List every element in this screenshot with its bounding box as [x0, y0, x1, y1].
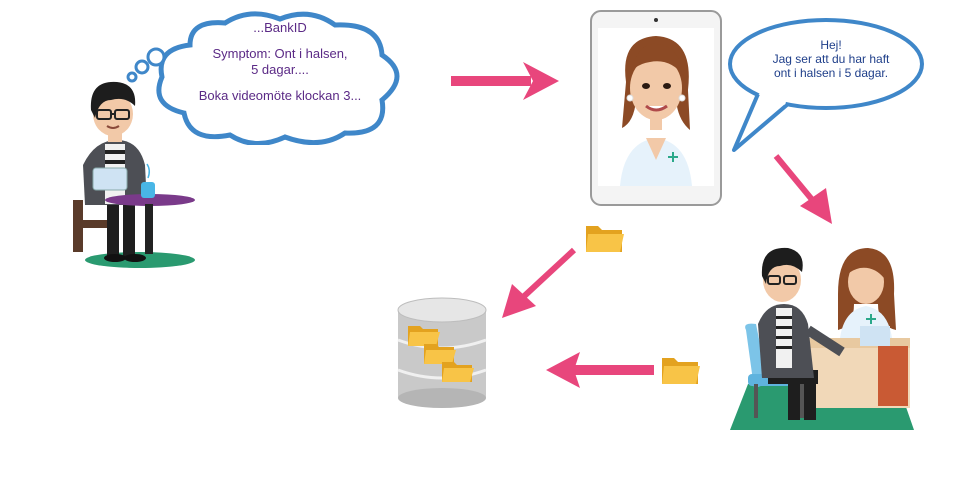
- speech-line-greeting: Hej!: [820, 38, 842, 52]
- thought-bubble: [126, 11, 400, 145]
- arrow-to-database: [502, 247, 577, 318]
- speech-bubble: [728, 18, 924, 152]
- thought-line-bankid: ...BankID: [253, 20, 307, 35]
- folder-icon: [586, 226, 624, 252]
- thought-line-symptom: Symptom: Ont i halsen, 5 dagar....: [212, 46, 348, 77]
- speech-text: Hej! Jag ser att du har haft ont i halse…: [742, 38, 920, 80]
- consultation-scene: [730, 247, 914, 430]
- arrow-from-consultation: [546, 352, 654, 388]
- database-icon: [397, 297, 487, 408]
- tablet-with-doctor: [590, 10, 722, 206]
- thought-text: ...BankID Symptom: Ont i halsen, 5 dagar…: [170, 20, 390, 104]
- folder-icon-2: [662, 358, 700, 384]
- arrow-to-consultation: [773, 154, 832, 224]
- thought-line-booking: Boka videomöte klockan 3...: [198, 88, 362, 103]
- arrow-to-tablet: [451, 62, 559, 100]
- patient-at-table: [73, 81, 195, 268]
- speech-line-symptom: Jag ser att du har haft ont i halsen i 5…: [772, 52, 890, 80]
